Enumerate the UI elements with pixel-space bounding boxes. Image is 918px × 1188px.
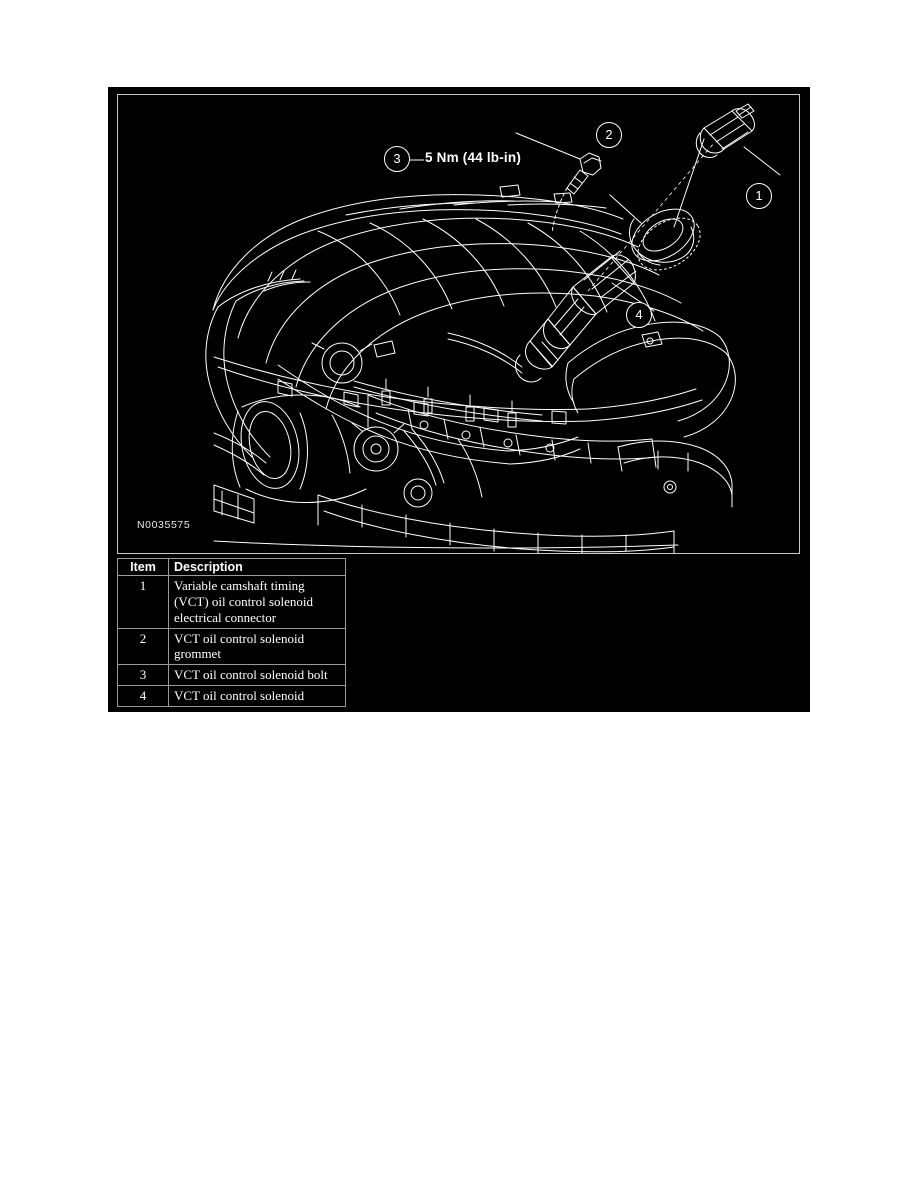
callout-balloon-1[interactable]: 1 bbox=[746, 183, 772, 209]
legend-header-description: Description bbox=[168, 558, 346, 576]
callout-balloon-4[interactable]: 4 bbox=[626, 302, 652, 328]
legend-row-4: 4 VCT oil control solenoid bbox=[117, 685, 346, 708]
legend-row-1: 1 Variable camshaft timing (VCT) oil con… bbox=[117, 575, 346, 629]
torque-specification: 5 Nm (44 lb-in) bbox=[425, 150, 522, 165]
legend-row-2: 2 VCT oil control solenoid grommet bbox=[117, 627, 346, 666]
legend-item-number: 1 bbox=[117, 575, 169, 629]
figure-id-label: N0035575 bbox=[137, 519, 191, 531]
artwork-frame: 5 Nm (44 lb-in) 3 2 1 4 N0035575 bbox=[117, 94, 800, 554]
legend-item-description: Variable camshaft timing (VCT) oil contr… bbox=[168, 575, 346, 629]
legend-table: Item Description 1 Variable camshaft tim… bbox=[117, 558, 346, 708]
callout-balloon-3[interactable]: 3 bbox=[384, 146, 410, 172]
legend-item-number: 4 bbox=[117, 685, 169, 708]
legend-row-3: 3 VCT oil control solenoid bolt bbox=[117, 664, 346, 687]
figure-panel: 5 Nm (44 lb-in) 3 2 1 4 N0035575 Item De… bbox=[108, 87, 810, 712]
engine-line-art bbox=[118, 95, 799, 553]
callout-balloon-2[interactable]: 2 bbox=[596, 122, 622, 148]
legend-item-number: 3 bbox=[117, 664, 169, 687]
legend-item-description: VCT oil control solenoid bolt bbox=[168, 664, 346, 687]
callout-3-dash bbox=[410, 159, 424, 161]
legend-header-item: Item bbox=[117, 558, 169, 576]
legend-header-row: Item Description bbox=[117, 558, 346, 576]
legend-item-description: VCT oil control solenoid grommet bbox=[168, 627, 346, 666]
legend-item-description: VCT oil control solenoid bbox=[168, 685, 346, 708]
legend-item-number: 2 bbox=[117, 627, 169, 666]
